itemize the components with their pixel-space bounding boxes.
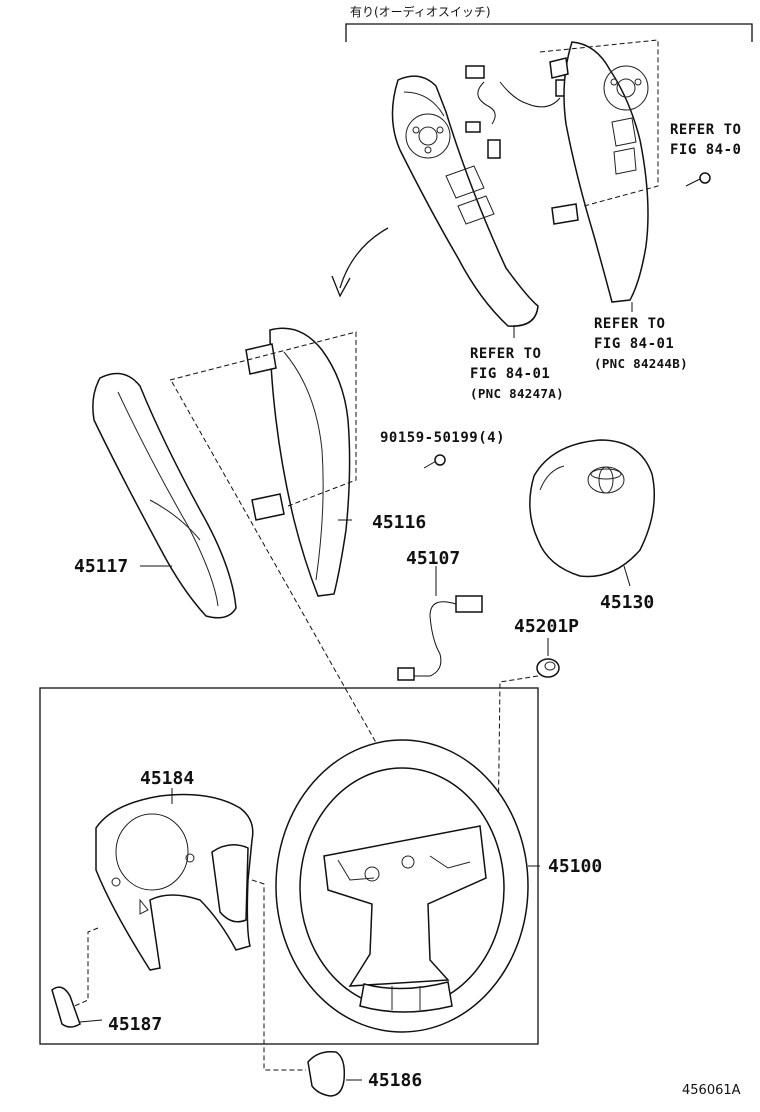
label-45116: 45116 bbox=[372, 512, 426, 533]
label-45201p: 45201P bbox=[514, 616, 579, 637]
label-45107: 45107 bbox=[406, 548, 460, 569]
label-45187: 45187 bbox=[108, 1014, 162, 1035]
variant-bracket: 有り(オーディオスイッチ) bbox=[345, 4, 753, 42]
audio-switch-left bbox=[391, 75, 539, 327]
part-45187 bbox=[51, 986, 81, 1028]
label-45130: 45130 bbox=[600, 592, 654, 613]
label-90159: 90159-50199(4) bbox=[380, 430, 505, 446]
audio-switch-right bbox=[549, 41, 649, 303]
screw-90159 bbox=[423, 454, 446, 469]
ref-top-line2: FIG 84-0 bbox=[670, 142, 741, 158]
part-45130-airbag bbox=[529, 439, 655, 578]
switch-screw bbox=[685, 172, 711, 187]
part-45116-cover bbox=[245, 327, 351, 597]
ref-right-line2: FIG 84-01 bbox=[594, 336, 674, 352]
label-45186: 45186 bbox=[368, 1070, 422, 1091]
variant-label: 有り(オーディオスイッチ) bbox=[350, 4, 491, 19]
ref-left-pnc: (PNC 84247A) bbox=[470, 386, 564, 401]
label-45117: 45117 bbox=[74, 556, 128, 577]
diagram-code: 456061A bbox=[682, 1083, 741, 1098]
ref-top-line1: REFER TO bbox=[670, 122, 741, 138]
switch-harness bbox=[465, 65, 575, 159]
part-45117-cover bbox=[92, 372, 237, 619]
ref-right-pnc: (PNC 84244B) bbox=[594, 356, 688, 371]
ref-right-line1: REFER TO bbox=[594, 316, 665, 332]
part-45186 bbox=[307, 1050, 346, 1097]
part-45201p-nut bbox=[536, 658, 560, 678]
motion-arrow bbox=[331, 227, 389, 298]
ref-left-line1: REFER TO bbox=[470, 346, 541, 362]
part-45100-steering-wheel bbox=[275, 739, 529, 1033]
part-45107-harness bbox=[397, 595, 483, 681]
part-45184-lower-cover bbox=[95, 793, 254, 971]
ref-left-line2: FIG 84-01 bbox=[470, 366, 550, 382]
leader-lines bbox=[79, 302, 633, 1081]
label-45100: 45100 bbox=[548, 856, 602, 877]
label-45184: 45184 bbox=[140, 768, 194, 789]
